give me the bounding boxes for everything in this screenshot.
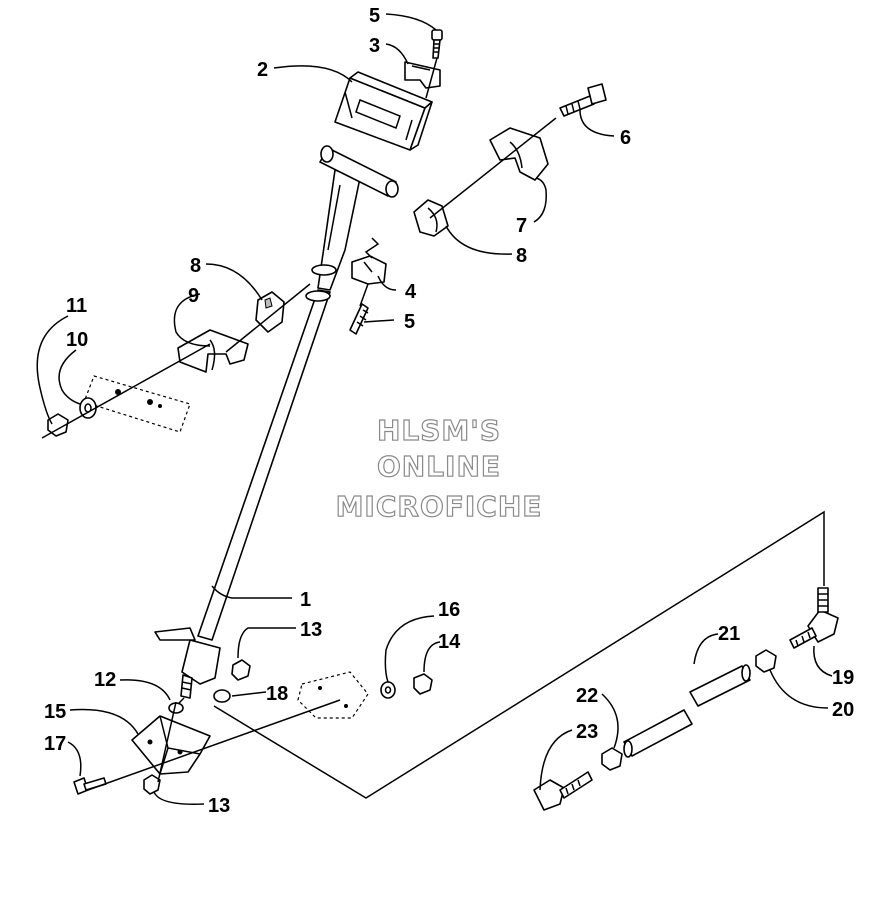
callout-19: 19 [832, 667, 854, 689]
nut-14 [413, 673, 433, 695]
callout-13-lower: 13 [208, 795, 230, 817]
nut-13-lower [143, 774, 161, 795]
washer-18 [213, 689, 231, 703]
callout-8-right: 8 [516, 245, 527, 267]
callout-2: 2 [257, 59, 268, 81]
callout-4: 4 [405, 281, 417, 303]
callout-1: 1 [300, 589, 311, 611]
callout-14: 14 [438, 631, 461, 653]
washer-16 [380, 681, 396, 699]
callout-3: 3 [369, 35, 380, 57]
tie-rod-end-23 [533, 771, 593, 811]
nut-13-upper [231, 659, 251, 681]
callout-7: 7 [516, 215, 527, 237]
watermark-line-3: MICROFICHE [336, 490, 543, 523]
callout-17: 17 [44, 733, 66, 755]
bolt-top [431, 29, 443, 59]
callout-18: 18 [266, 683, 288, 705]
bolt-6 [559, 83, 607, 117]
callout-11: 11 [66, 295, 87, 317]
callout-10: 10 [66, 329, 88, 351]
callout-5-top: 5 [369, 5, 380, 27]
handlebar-block [334, 71, 433, 151]
nut-11 [47, 413, 69, 437]
mounting-plate-left [83, 375, 191, 433]
callout-12: 12 [94, 669, 116, 691]
callout-15: 15 [44, 701, 66, 723]
callout-labels: 5 3 2 6 7 8 4 5 8 9 11 10 1 13 16 14 12 … [44, 5, 854, 817]
watermark-line-1: HLSM'S [377, 414, 501, 447]
callout-5-lower: 5 [404, 311, 415, 333]
callout-13-upper: 13 [300, 619, 322, 641]
callout-6: 6 [620, 127, 631, 149]
watermark: HLSM'S ONLINE MICROFICHE [335, 413, 543, 523]
callout-20: 20 [832, 699, 854, 721]
mounting-plate-lower [297, 671, 369, 719]
leader-lines [36, 13, 833, 805]
callout-9: 9 [188, 285, 199, 307]
callout-22: 22 [576, 685, 598, 707]
bracket-9 [177, 329, 249, 373]
block-4 [351, 255, 387, 285]
steering-post [154, 145, 399, 699]
callout-16: 16 [438, 599, 460, 621]
tube-21 [623, 664, 751, 758]
watermark-line-2: ONLINE [377, 450, 501, 483]
callout-23: 23 [576, 721, 598, 743]
callout-21: 21 [718, 623, 740, 645]
bracket-7 [489, 127, 549, 181]
bolt-5-lower [349, 303, 369, 335]
nut-20 [755, 649, 777, 673]
callout-8-left: 8 [190, 255, 201, 277]
tie-rod-end-19 [789, 587, 839, 649]
nut-22 [601, 747, 623, 771]
